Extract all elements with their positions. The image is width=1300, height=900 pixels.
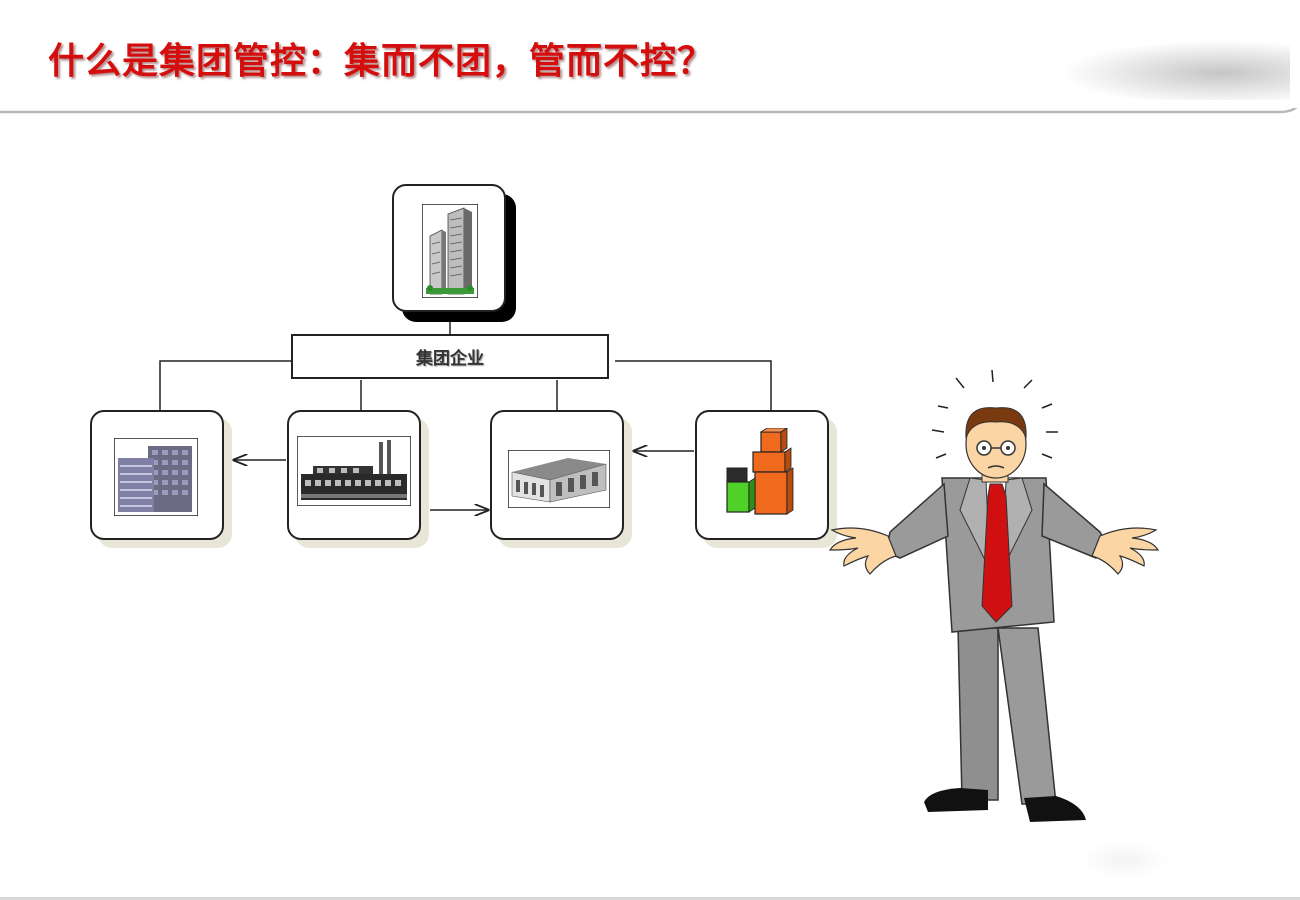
footer-divider [0, 897, 1300, 900]
right-connector [615, 360, 772, 410]
group-enterprise-label: 集团企业 [416, 349, 484, 369]
office-building-icon [114, 438, 198, 516]
skyscraper-icon [422, 204, 478, 298]
slide-title: 什么是集团管控：集而不团，管而不控？ [48, 41, 715, 82]
subsidiary-card-factory [287, 410, 421, 540]
surprise-lines [931, 369, 1058, 459]
confused-businessman-icon [828, 369, 1160, 822]
hq-card [392, 184, 506, 312]
subsidiary-card-products [695, 410, 829, 540]
slide-header: 什么是集团管控：集而不团，管而不控？ [0, 0, 1300, 116]
warehouse-icon [508, 450, 610, 508]
header-decoration [1060, 40, 1290, 100]
subsidiary-card-office [90, 410, 224, 540]
group-enterprise-box: 集团企业 [291, 334, 609, 379]
subsidiary-card-warehouse [490, 410, 624, 540]
left-connector [159, 360, 291, 410]
factory-icon [297, 436, 411, 506]
corner-decoration [1080, 840, 1170, 880]
header-divider [0, 108, 1298, 114]
product-boxes-icon [726, 428, 794, 515]
